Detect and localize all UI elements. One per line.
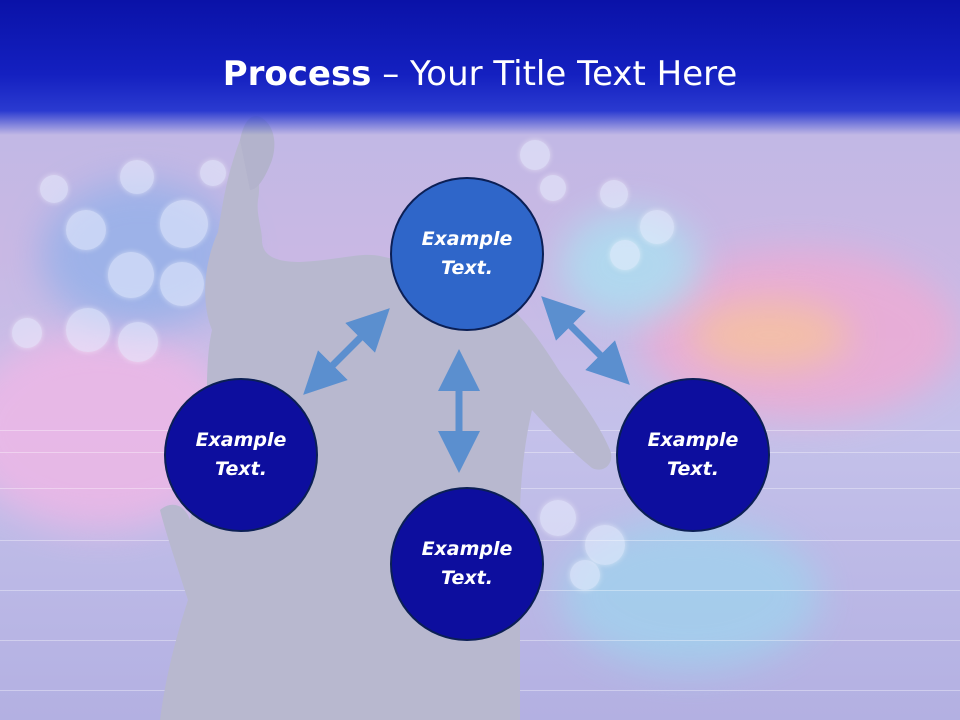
node-text-line1: Example bbox=[421, 538, 513, 560]
background-glow-orange bbox=[690, 300, 850, 370]
arrow-top-right bbox=[541, 296, 630, 385]
header-bar: Process – Your Title Text Here bbox=[0, 0, 960, 135]
bokeh-circle bbox=[66, 210, 106, 250]
bokeh-circle bbox=[66, 308, 110, 352]
bokeh-circle bbox=[200, 160, 226, 186]
bokeh-circle bbox=[118, 322, 158, 362]
node-text-line1: Example bbox=[195, 429, 287, 451]
bokeh-circle bbox=[540, 175, 566, 201]
bokeh-circle bbox=[600, 180, 628, 208]
node-text-line2: Text. bbox=[441, 567, 493, 589]
slide-title[interactable]: Process – Your Title Text Here bbox=[0, 52, 960, 96]
bokeh-circle bbox=[540, 500, 576, 536]
node-text-line2: Text. bbox=[215, 458, 267, 480]
bokeh-circle bbox=[520, 140, 550, 170]
title-bold-part: Process bbox=[222, 54, 372, 94]
bokeh-circle bbox=[40, 175, 68, 203]
node-text-line1: Example bbox=[647, 429, 739, 451]
bokeh-circle bbox=[585, 525, 625, 565]
bokeh-circle bbox=[120, 160, 154, 194]
bokeh-circle bbox=[160, 262, 204, 306]
bokeh-circle bbox=[108, 252, 154, 298]
title-rest-part: – Your Title Text Here bbox=[371, 54, 738, 94]
arrow-top-left bbox=[303, 308, 390, 395]
node-text-line2: Text. bbox=[441, 257, 493, 279]
bokeh-circle bbox=[12, 318, 42, 348]
node-text-line1: Example bbox=[421, 228, 513, 250]
bokeh-circle bbox=[160, 200, 208, 248]
bokeh-circle bbox=[570, 560, 600, 590]
bokeh-circle bbox=[640, 210, 674, 244]
bokeh-circle bbox=[610, 240, 640, 270]
node-text-line2: Text. bbox=[667, 458, 719, 480]
